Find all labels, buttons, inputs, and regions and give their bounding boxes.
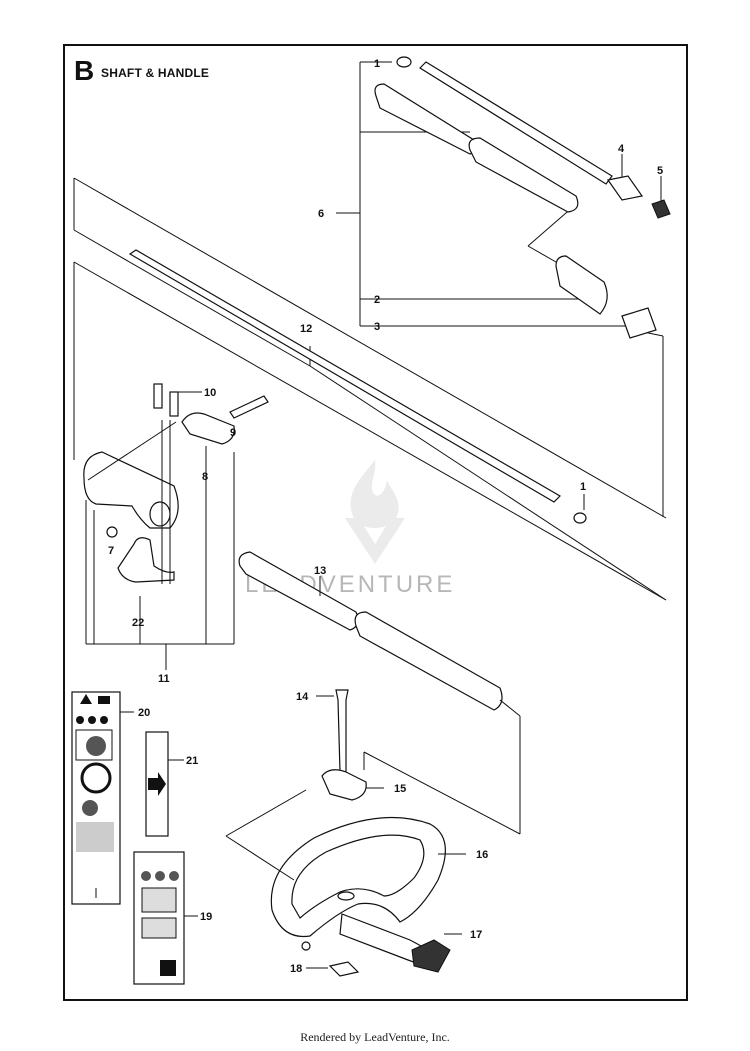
shaft-tube-upper-b: [468, 137, 579, 213]
callout-22: 22: [132, 617, 144, 629]
callout-15: 15: [394, 783, 406, 795]
callout-2: 2: [374, 294, 380, 306]
o-ring-part-1-top: [396, 56, 412, 68]
callout-18: 18: [290, 963, 302, 975]
upper-shaft-group: [336, 56, 671, 517]
decal-part-19: [133, 851, 198, 985]
knob-part-15: [321, 769, 367, 801]
callout-4: 4: [618, 143, 625, 155]
callout-14: 14: [296, 691, 309, 703]
callout-1-top: 1: [374, 58, 380, 70]
leadventure-logo-watermark: [345, 460, 405, 564]
screw-part-9: [229, 395, 269, 419]
nut-part-18: [328, 961, 360, 977]
callout-13: 13: [314, 565, 326, 577]
handle-assembly-group: [225, 689, 521, 977]
callout-10: 10: [204, 387, 216, 399]
coupling-part-5: [651, 199, 671, 219]
bearing-housing-part-2: [555, 255, 608, 315]
callout-11: 11: [158, 673, 170, 685]
callout-7: 7: [108, 545, 114, 557]
nut-part-7: [106, 526, 118, 538]
callout-6: 6: [318, 208, 324, 220]
callout-3: 3: [374, 321, 380, 333]
decal-part-21: [145, 731, 184, 837]
callout-1-bottom: 1: [580, 481, 586, 493]
drive-shaft-group: [73, 177, 667, 601]
callout-5: 5: [657, 165, 663, 177]
callout-21: 21: [186, 755, 198, 767]
drive-shaft-part-12: [128, 249, 561, 503]
callout-20: 20: [138, 707, 150, 719]
section-letter: B: [74, 55, 95, 86]
callout-17: 17: [470, 929, 482, 941]
clamp-lower-part-22: [117, 537, 175, 583]
diagram-frame: [63, 44, 688, 1001]
nut-part-3: [621, 307, 657, 339]
clamp-plate-part-8: [181, 412, 235, 445]
callout-8: 8: [202, 471, 208, 483]
screw-part-10-b: [169, 391, 179, 417]
footer-credit: Rendered by LeadVenture, Inc.: [300, 1030, 450, 1044]
callout-9: 9: [230, 427, 236, 439]
bolt-part-14: [335, 689, 349, 773]
shaft-tube-part-13-b: [354, 611, 503, 711]
callout-12: 12: [300, 323, 312, 335]
lower-tube-group: [238, 365, 667, 834]
decal-part-20: [71, 691, 134, 905]
bushing-part-4: [606, 175, 644, 201]
drive-shaft-upper: [419, 61, 613, 185]
clamp-assembly-group: [83, 383, 269, 670]
section-title: SHAFT & HANDLE: [101, 66, 210, 80]
callout-19: 19: [200, 911, 212, 923]
shaft-tube-part-13-a: [238, 551, 359, 631]
screw-part-10-a: [153, 383, 163, 409]
o-ring-part-1-bottom: [573, 512, 587, 524]
callout-16: 16: [476, 849, 488, 861]
